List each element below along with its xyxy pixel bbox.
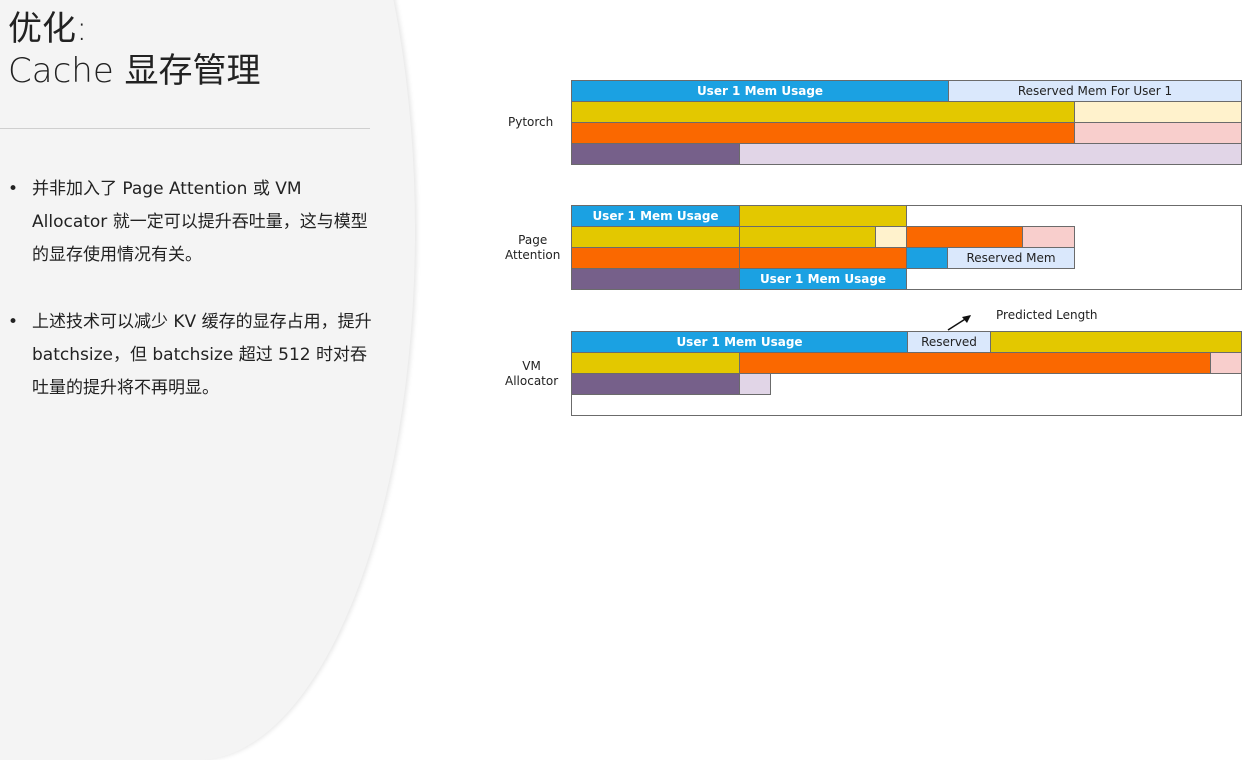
- predicted-length-arrow: [947, 315, 971, 331]
- pa-yellow-page-3: [739, 226, 876, 248]
- vm-orange-reserved: [1210, 352, 1242, 374]
- pa-orange-page-3: [739, 247, 907, 269]
- pa-yellow-page-2: [571, 226, 740, 248]
- pytorch-orange-used: [571, 122, 1075, 144]
- page-title: 优化: Cache 显存管理: [8, 8, 261, 92]
- bullet-dot: •: [8, 312, 19, 332]
- pytorch-orange-reserved: [1074, 122, 1242, 144]
- pa-blue-small: [906, 247, 948, 269]
- pa-reserved-mem-label: Reserved Mem: [966, 251, 1056, 265]
- vm-purple-block: [571, 373, 740, 395]
- pa-user1-usage-label: User 1 Mem Usage: [592, 209, 719, 223]
- pytorch-yellow-reserved: [1074, 101, 1242, 123]
- pytorch-purple-reserved: [739, 143, 1242, 165]
- pytorch-reserved-block: Reserved Mem For User 1: [948, 80, 1242, 102]
- vm-orange-block: [739, 352, 1211, 374]
- pa-user1-usage-block-2: User 1 Mem Usage: [739, 268, 907, 290]
- pytorch-yellow-used: [571, 101, 1075, 123]
- title-divider: [0, 128, 370, 129]
- pytorch-reserved-label: Reserved Mem For User 1: [1017, 84, 1173, 98]
- vm-yellow-block: [571, 352, 740, 374]
- pa-yellow-reserved: [875, 226, 907, 248]
- pa-orange-page-1: [906, 226, 1023, 248]
- pa-user1-usage-block: User 1 Mem Usage: [571, 205, 740, 227]
- vm-reserved-label: Reserved: [921, 335, 977, 349]
- vm-reserved-block: Reserved: [907, 331, 991, 353]
- title-line-2: Cache 显存管理: [8, 51, 261, 91]
- arrow-head: [962, 315, 971, 323]
- pa-reserved-mem-block: Reserved Mem: [947, 247, 1075, 269]
- pa-purple-page: [571, 268, 740, 290]
- title-line-1: 优化:: [8, 9, 88, 49]
- vm-user1-usage-block: User 1 Mem Usage: [571, 331, 908, 353]
- pa-orange-page-2: [571, 247, 740, 269]
- pytorch-purple-used: [571, 143, 740, 165]
- pytorch-user1-usage-label: User 1 Mem Usage: [696, 84, 824, 98]
- vm-yellow-top: [990, 331, 1242, 353]
- predicted-length-label: Predicted Length: [996, 308, 1098, 322]
- pa-orange-reserved: [1022, 226, 1075, 248]
- vm-purple-reserved: [739, 373, 771, 395]
- pytorch-user1-usage-block: User 1 Mem Usage: [571, 80, 949, 102]
- row-label-pytorch: Pytorch: [508, 115, 554, 129]
- vm-user1-usage-label: User 1 Mem Usage: [676, 335, 803, 349]
- bullet-dot: •: [8, 179, 19, 199]
- pa-user1-usage-label-2: User 1 Mem Usage: [759, 272, 887, 286]
- row-label-vm-allocator: VM Allocator: [505, 359, 559, 388]
- bullet-1-text: 并非加入了 Page Attention 或 VM Allocator 就一定可…: [32, 179, 368, 265]
- row-label-page-attention: Page Attention: [505, 233, 561, 262]
- bullet-2-text: 上述技术可以减少 KV 缓存的显存占用，提升 batchsize，但 batch…: [32, 312, 372, 398]
- pa-yellow-page-1: [739, 205, 907, 227]
